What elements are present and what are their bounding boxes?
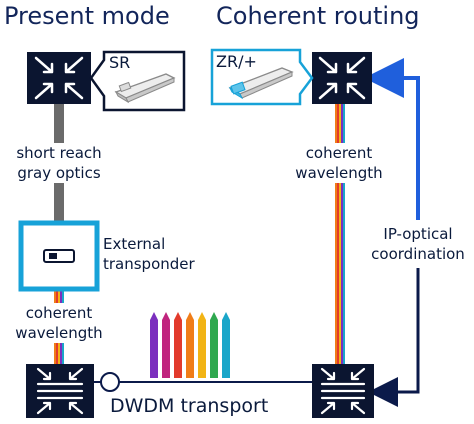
coherent-left-line-1: coherent (25, 304, 93, 322)
wavelength-arrow-5 (198, 312, 206, 378)
roadm-right (312, 364, 374, 418)
ip-optical-coordination-label: IP-optical coordination (364, 224, 472, 264)
wavelength-arrow-3 (174, 312, 182, 378)
external-line-2: transponder (103, 255, 195, 273)
short-reach-line-2: gray optics (17, 164, 101, 182)
wavelength-arrow-2 (162, 312, 170, 378)
arrows-converging-icon (318, 56, 366, 100)
short-reach-line-1: short reach (16, 144, 102, 162)
router-left (27, 52, 91, 104)
pluggable-module-icon (114, 73, 176, 104)
transponder-icon (43, 249, 75, 263)
coherent-right-line-1: coherent (305, 144, 373, 162)
roadm-left (26, 364, 94, 418)
wavelength-arrow-7 (222, 312, 230, 378)
roadm-arrows-icon (320, 367, 366, 415)
zr-label: ZR/+ (216, 52, 257, 71)
coherent-wavelength-left-label: coherent wavelength (3, 303, 115, 343)
dwdm-transport-label: DWDM transport (108, 394, 271, 418)
fiber-loop-icon (100, 372, 120, 392)
wavelength-arrow-4 (186, 312, 194, 378)
sr-module-callout (89, 50, 186, 112)
external-transponder (18, 220, 100, 292)
short-reach-label: short reach gray optics (3, 143, 115, 183)
pluggable-module-icon (228, 67, 294, 100)
title-coherent-routing: Coherent routing (216, 2, 420, 30)
arrows-converging-icon (34, 56, 84, 100)
coherent-right-line-2: wavelength (295, 164, 383, 182)
wavelength-arrow-6 (210, 312, 218, 378)
external-transponder-label: External transponder (103, 234, 195, 274)
ip-optical-arrow-up (364, 58, 420, 220)
router-right (312, 52, 372, 104)
external-line-1: External (103, 235, 166, 253)
wavelength-arrow-1 (150, 312, 158, 378)
ip-optical-arrow-down (368, 268, 420, 407)
wavelength-arrows (150, 312, 230, 378)
ip-optical-line-2: coordination (371, 245, 465, 263)
roadm-arrows-icon (36, 367, 84, 415)
coherent-fiber-right (335, 103, 345, 367)
ip-optical-line-1: IP-optical (383, 225, 453, 243)
coherent-wavelength-right-label: coherent wavelength (288, 143, 390, 183)
dwdm-fiber (94, 372, 315, 392)
title-present-mode: Present mode (4, 2, 170, 30)
zr-module-callout (210, 48, 314, 106)
sr-label: SR (109, 53, 131, 72)
coherent-left-line-2: wavelength (15, 324, 103, 342)
